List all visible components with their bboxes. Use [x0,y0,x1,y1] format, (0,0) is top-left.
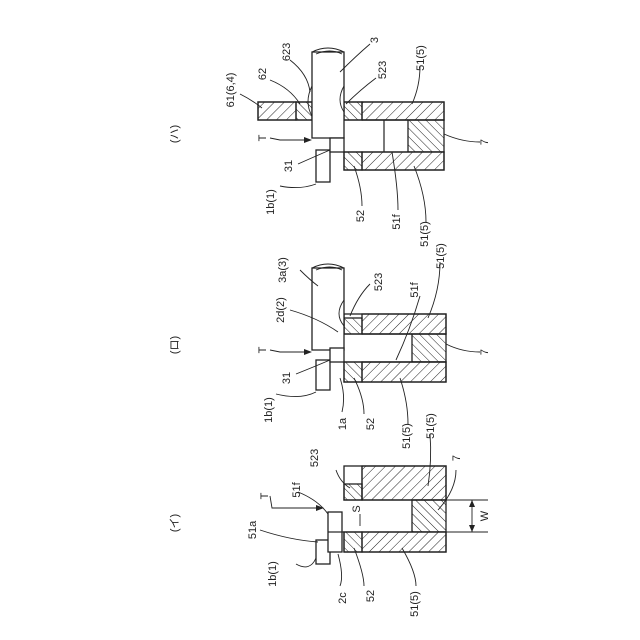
rod-3 [312,52,344,138]
label-51f: 51f [409,281,421,297]
seal-523-upper [344,102,362,120]
label-61: 61(6,4) [225,73,237,108]
label-7: 7 [479,349,491,355]
label-7: 7 [479,139,491,145]
leader-7 [446,344,480,352]
label-w: W [479,510,491,521]
label-31: 31 [283,160,295,172]
label-51f: 51f [391,213,403,229]
label-52: 52 [355,210,367,222]
leader-61 [240,94,262,108]
leader-51-5-lower [402,548,416,586]
label-623: 623 [281,43,293,61]
label-t: T [257,134,269,141]
seal-52 [344,152,362,170]
leader-51-5-upper [428,262,440,318]
label-51-5-upper: 51(5) [435,243,447,269]
leader-1a [340,378,344,412]
label-523: 523 [377,61,389,79]
label-51-5-upper: 51(5) [415,45,427,71]
caption-panel-ha: (ハ) [169,125,181,143]
label-1a: 1a [337,417,349,430]
leader-62 [270,80,300,104]
caption-panel-i: (イ) [169,514,181,532]
label-523: 523 [309,449,321,467]
leader-623 [290,60,310,92]
w-arrow-top [469,500,475,507]
terminal-31 [330,138,344,152]
plate-61-hatch-right [362,102,444,120]
label-523: 523 [373,273,385,291]
bottom-block-7 [412,500,446,532]
terminal-31 [330,348,344,362]
plate-61-hatch-left [258,102,296,120]
bottom-block-7 [412,334,446,362]
label-7: 7 [451,455,463,461]
label-62: 62 [257,68,269,80]
label-51f: 51f [291,481,303,497]
leader-7 [444,134,480,142]
housing-lower-wall-hatch [362,532,446,552]
label-51-5-lower: 51(5) [401,423,413,449]
panel-i: (イ) [169,413,491,617]
label-3: 3 [369,37,381,43]
label-1b: 1b(1) [263,397,275,423]
housing-lower-wall-hatch [362,362,446,382]
leader-51-5-lower [414,166,426,222]
panel-ro: (ロ) T [169,243,491,449]
label-51a: 51a [247,520,259,539]
leader-1b [276,392,316,397]
seal-523-upper [344,318,362,334]
label-2c: 2c [337,592,349,604]
label-1b: 1b(1) [267,561,279,587]
seal-523-upper [344,484,362,500]
label-51-5-upper: 51(5) [425,413,437,439]
t-arrow-head [304,349,312,355]
housing-upper-wall-hatch [362,466,446,500]
label-2d: 2d(2) [275,297,287,323]
leader-51-5-lower [400,378,408,424]
seal-52 [344,362,362,382]
leader-1b [280,184,316,188]
label-1b: 1b(1) [265,189,277,215]
leader-523 [346,78,376,104]
housing-upper-wall-hatch [362,314,446,334]
label-52: 52 [365,590,377,602]
terminal-1b [316,360,330,390]
label-31: 31 [281,372,293,384]
leader-52 [354,378,364,414]
label-51-5-lower: 51(5) [419,221,431,247]
leader-2c [338,554,342,586]
label-t: T [259,492,271,499]
label-51-5-lower: 51(5) [409,591,421,617]
label-52: 52 [365,418,377,430]
seal-52 [344,532,362,552]
caption-panel-ro: (ロ) [169,336,181,354]
leader-52 [354,166,362,206]
panel-ha: (ハ) [169,37,491,247]
leader-52 [354,548,364,586]
leader-1b [296,558,316,567]
t-arrow-head [304,137,312,143]
label-t: T [257,346,269,353]
bottom-block-7 [408,120,444,152]
leader-523 [350,284,370,316]
leader-51a [260,530,318,542]
label-3a: 3a(3) [277,257,289,283]
label-s: S [351,505,363,512]
w-arrow-bottom [469,525,475,532]
housing-lower-wall-hatch [362,152,444,170]
